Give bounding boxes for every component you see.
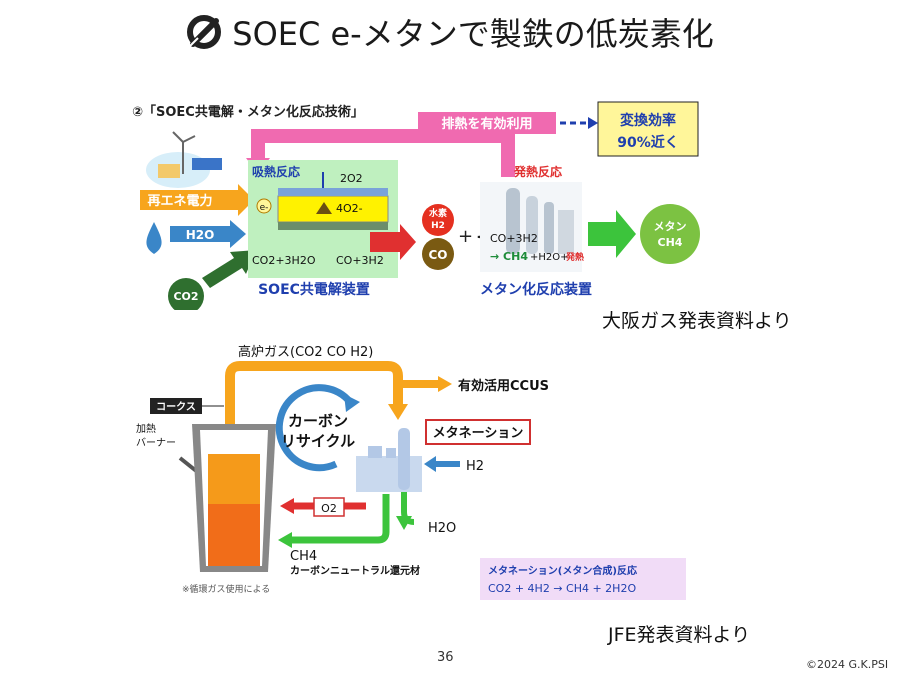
water-drop-icon (146, 222, 162, 254)
furnace-note: ※循環ガス使用による (182, 583, 270, 595)
blast-furnace (192, 424, 276, 572)
hydrogen-label-1: 水素 (429, 207, 447, 219)
reaction-line1: CO+3H2 (490, 232, 538, 245)
furnace-gas-arrowhead (388, 404, 408, 420)
renewable-label: 再エネ電力 (147, 193, 212, 209)
efficiency-arrowhead (588, 117, 598, 129)
waste-heat-label: 排熱を有効利用 (441, 116, 532, 132)
efficiency-line1: 変換効率 (620, 112, 676, 129)
carbon-recycle-1: カーボン (288, 412, 348, 430)
ch4-arrowhead (278, 532, 292, 548)
psi-logo-icon (187, 15, 222, 49)
cell-equation-right: CO+3H2 (336, 254, 384, 267)
o2-label-box (313, 497, 345, 517)
soec-heading: ②「SOEC共電解・メタン化反応技術」 (132, 104, 364, 120)
methanation-device-label: メタン化反応装置 (480, 281, 592, 298)
efficiency-line2: 90%近く (617, 134, 679, 151)
reductant-label: カーボンニュートラル還元材 (290, 564, 420, 577)
cathode-layer (278, 222, 388, 230)
carbon-recycle-diagram: 高炉ガス(CO2 CO H2) 有効活用CCUS コークス 加熱 バーナー ※循… (136, 344, 686, 600)
hydrogen-circle (422, 204, 454, 236)
recycle-circle-arrow (275, 384, 353, 472)
methane-circle (640, 204, 700, 264)
jfe-credit: JFE発表資料より (608, 624, 751, 646)
co-label: CO (428, 248, 447, 262)
electron-label: e- (260, 203, 269, 213)
waste-heat-label-bg (418, 112, 556, 134)
electrolyte-layer (277, 195, 389, 223)
o2-label: 2O2 (340, 172, 363, 185)
carbon-recycle-2: リサイクル (281, 432, 355, 450)
burner-label-1: 加熱 (136, 422, 156, 435)
methanation-label: メタネーション (433, 426, 524, 441)
methane-label-1: メタン (654, 220, 687, 233)
renewable-energy-icon (146, 131, 222, 188)
methanation-plant-icon (480, 182, 582, 272)
recycle-arrowhead (344, 394, 360, 412)
h2-arrowhead (424, 456, 436, 472)
reaction-box-equation: CO2 + 4H2 → CH4 + 2H2O (488, 582, 636, 595)
waste-heat-arrow (251, 129, 515, 177)
efficiency-box (597, 101, 699, 157)
soec-device-label: SOEC共電解装置 (258, 281, 370, 298)
reaction-line2-heat: 発熱 (565, 251, 584, 263)
electron-marker (256, 198, 272, 214)
soec-diagram: ②「SOEC共電解・メタン化反応技術」 排熱を有効利用 変換効率 90%近く 再… (118, 92, 713, 310)
ch4-label: CH4 (290, 549, 317, 564)
co2-circle (168, 278, 204, 310)
oxide-ion-arrow (316, 202, 332, 214)
cell-equation-left: CO2+3H2O (252, 254, 316, 267)
h2-label: H2 (466, 459, 484, 474)
copyright: ©2024 G.K.PSI (806, 658, 889, 671)
coke-label-bg (150, 398, 202, 414)
methanation-label-box (425, 419, 531, 445)
reaction-line2-main: → CH4 (490, 250, 528, 263)
h2o-label: H2O (428, 521, 456, 536)
page-number: 36 (437, 650, 454, 665)
renewable-arrow (140, 184, 254, 216)
methane-arrow (588, 210, 636, 258)
methanation-reaction-box (480, 558, 686, 600)
osaka-gas-credit: 大阪ガス発表資料より (602, 310, 792, 332)
furnace-gas-arrow (225, 361, 403, 446)
burner-label-2: バーナー (136, 437, 176, 449)
endothermic-label: 吸熱反応 (252, 164, 300, 179)
o2-arrowhead (280, 498, 294, 514)
reaction-line2-rest: +H2O+ (530, 252, 569, 263)
methane-label-2: CH4 (658, 236, 683, 249)
furnace-gas-label: 高炉ガス(CO2 CO H2) (238, 344, 373, 360)
reaction-box-title: メタネーション(メタン合成)反応 (488, 564, 637, 577)
co2-arrow (202, 250, 256, 288)
page-title: SOEC e-メタンで製鉄の低炭素化 (0, 10, 900, 58)
co-circle (422, 238, 454, 270)
water-arrow (170, 220, 246, 248)
output-arrow (370, 224, 416, 260)
h2o-arrowhead (396, 516, 412, 530)
water-label: H2O (186, 228, 215, 242)
ch4-arrow (290, 494, 390, 544)
ccus-arrowhead (438, 376, 452, 392)
hydrogen-label-2: H2 (431, 221, 445, 231)
o2-label: O2 (321, 502, 337, 515)
oxide-ion-label: 4O2- (336, 202, 363, 215)
anode-layer (278, 188, 388, 196)
ccus-label: 有効活用CCUS (458, 378, 549, 394)
plus-sign: + (458, 226, 473, 247)
methanation-plant-icon (356, 428, 422, 492)
co2-label: CO2 (173, 290, 198, 303)
exothermic-label: 発熱反応 (513, 164, 562, 179)
page-title-text: SOEC e-メタンで製鉄の低炭素化 (232, 15, 714, 53)
coke-label: コークス (156, 401, 196, 413)
